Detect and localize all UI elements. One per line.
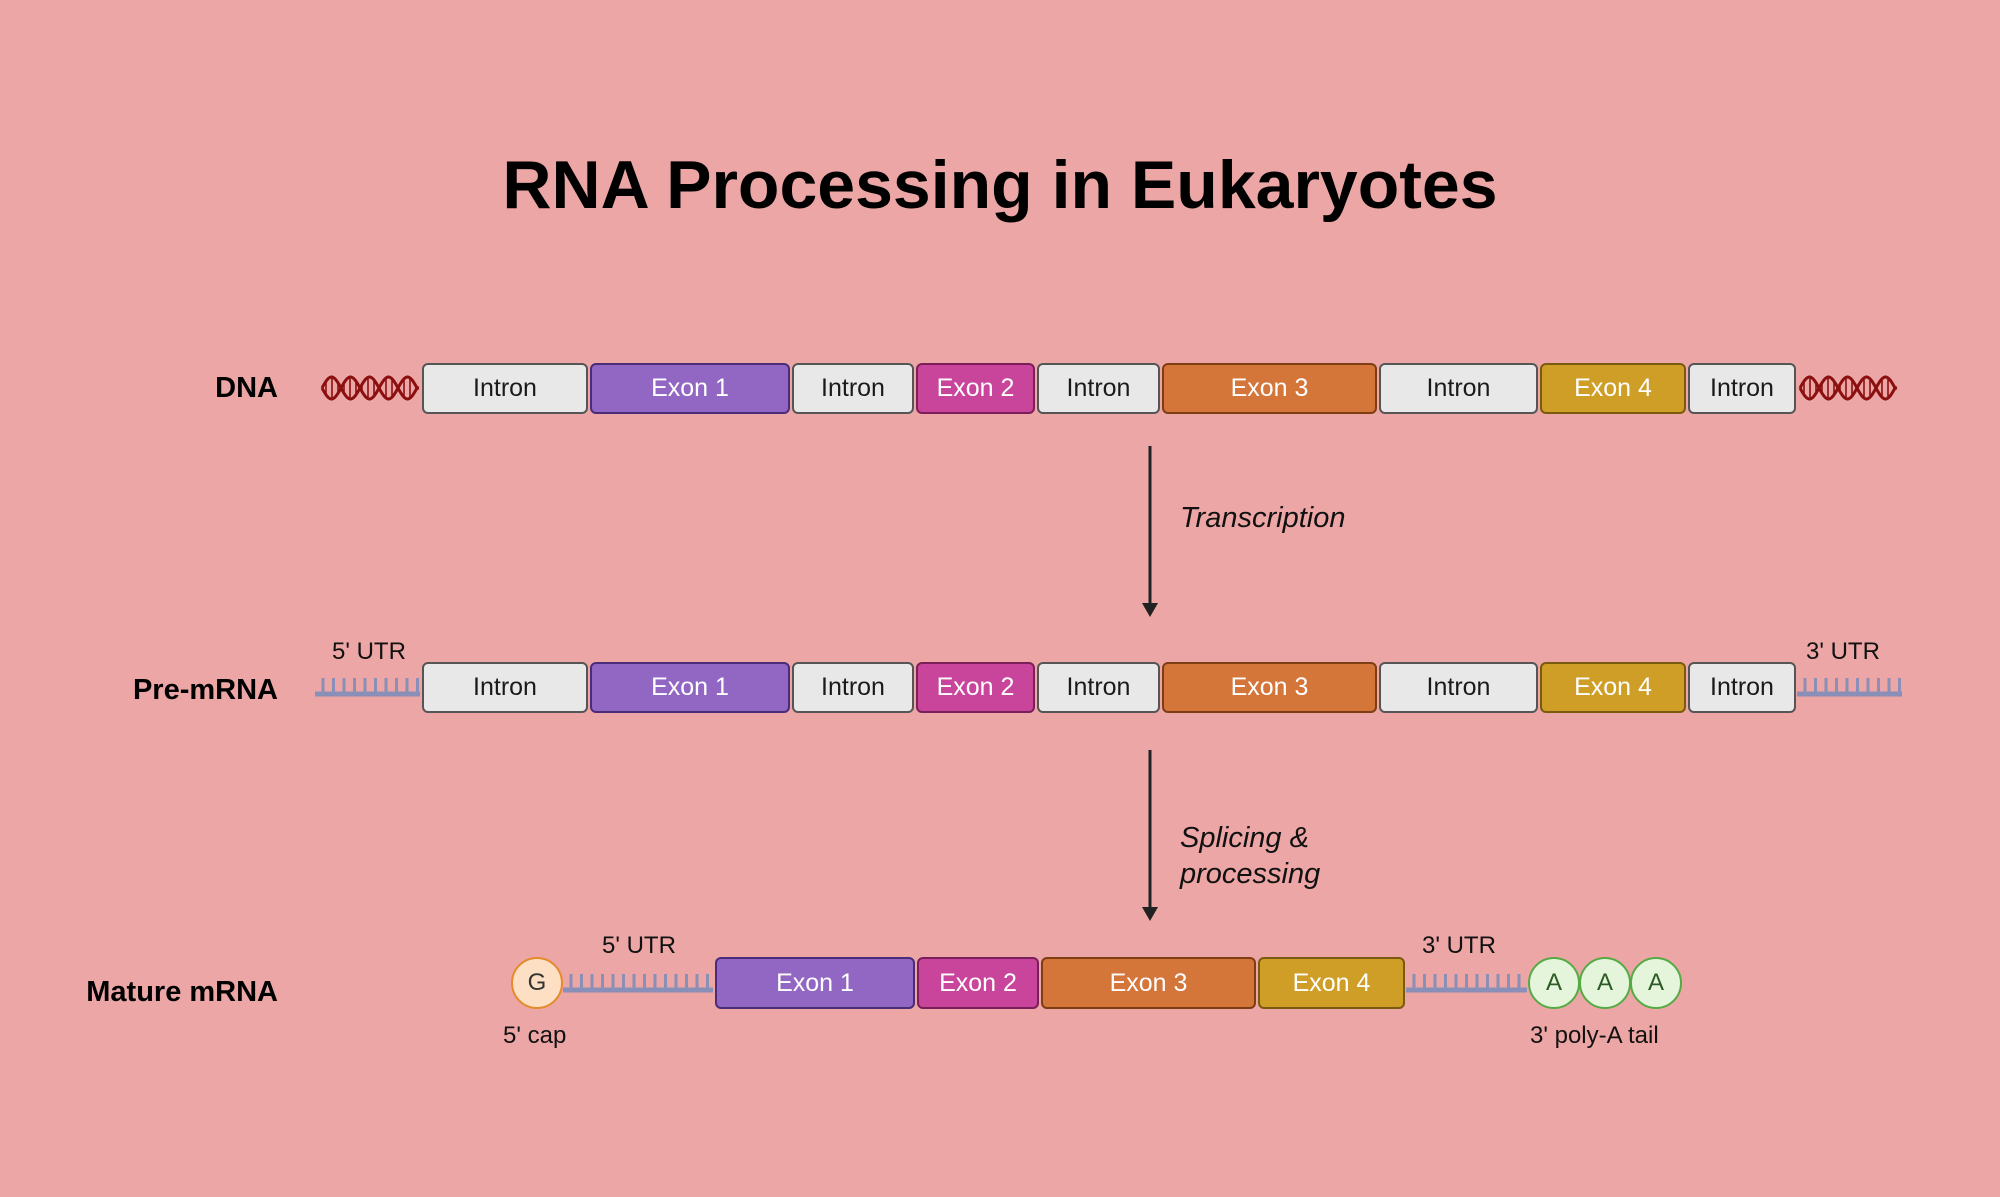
pre-mrna-3-utr-label: 3' UTR: [1806, 638, 1880, 665]
pre-mrna-segment-exon-3: Exon 3: [1162, 662, 1377, 713]
dna-segment-intron: Intron: [422, 363, 588, 414]
dna-segment-intron: Intron: [792, 363, 914, 414]
splicing-label-line2: processing: [1180, 858, 1321, 890]
dna-segment-exon-1: Exon 1: [590, 363, 790, 414]
dna-helix-right-icon: [1798, 375, 1898, 401]
pre-mrna-segment-intron: Intron: [1037, 662, 1160, 713]
dna-segment-intron: Intron: [1688, 363, 1796, 414]
poly-a-circle: A: [1528, 957, 1580, 1009]
pre-mrna-3-utr-backbone: [1797, 678, 1902, 697]
pre-mrna-segment-intron: Intron: [422, 662, 588, 713]
helix-strand: [1798, 375, 1898, 401]
arrow-head: [1142, 907, 1158, 921]
pre-mrna-segment-intron: Intron: [1688, 662, 1796, 713]
pre-mrna-row-label: Pre-mRNA: [132, 674, 278, 706]
splicing-label-line1: Splicing &: [1180, 822, 1309, 854]
pre-mrna-segment-intron: Intron: [1379, 662, 1538, 713]
mature-mrna-row-label: Mature mRNA: [86, 976, 278, 1008]
dna-segment-intron: Intron: [1037, 363, 1160, 414]
transcription-arrow: [1142, 446, 1158, 617]
mature-mrna-5-utr-backbone: [563, 974, 713, 993]
splicing-arrow: [1142, 750, 1158, 921]
helix-strand: [1798, 375, 1898, 401]
mature-mrna-3-utr-label: 3' UTR: [1422, 932, 1496, 959]
diagram-title: RNA Processing in Eukaryotes: [502, 147, 1498, 223]
dna-segment-intron: Intron: [1379, 363, 1538, 414]
poly-a-tail-label: 3' poly-A tail: [1530, 1022, 1659, 1049]
dna-row-label: DNA: [215, 372, 278, 404]
mature-mrna-segment-exon-4: Exon 4: [1258, 957, 1405, 1009]
dna-helix-left-icon: [320, 375, 420, 401]
pre-mrna-segment-exon-2: Exon 2: [916, 662, 1035, 713]
dna-segment-exon-2: Exon 2: [916, 363, 1035, 414]
five-prime-cap-label: 5' cap: [503, 1022, 567, 1049]
mature-mrna-5-utr-label: 5' UTR: [602, 932, 676, 959]
pre-mrna-5-utr-backbone: [315, 678, 420, 697]
mature-mrna-segment-exon-2: Exon 2: [917, 957, 1039, 1009]
dna-segment-exon-3: Exon 3: [1162, 363, 1377, 414]
pre-mrna-segment-exon-4: Exon 4: [1540, 662, 1686, 713]
pre-mrna-5-utr-label: 5' UTR: [332, 638, 406, 665]
dna-segment-exon-4: Exon 4: [1540, 363, 1686, 414]
cap-letter: G: [527, 969, 547, 996]
five-prime-cap: G: [511, 957, 563, 1009]
helix-strand: [320, 375, 420, 401]
arrow-head: [1142, 603, 1158, 617]
helix-strand: [320, 375, 420, 401]
mature-mrna-segment-exon-3: Exon 3: [1041, 957, 1256, 1009]
pre-mrna-segment-exon-1: Exon 1: [590, 662, 790, 713]
pre-mrna-segment-intron: Intron: [792, 662, 914, 713]
poly-a-circle: A: [1630, 957, 1682, 1009]
poly-a-circle: A: [1579, 957, 1631, 1009]
mature-mrna-segment-exon-1: Exon 1: [715, 957, 915, 1009]
transcription-label: Transcription: [1180, 502, 1346, 534]
mature-mrna-3-utr-backbone: [1406, 974, 1527, 993]
